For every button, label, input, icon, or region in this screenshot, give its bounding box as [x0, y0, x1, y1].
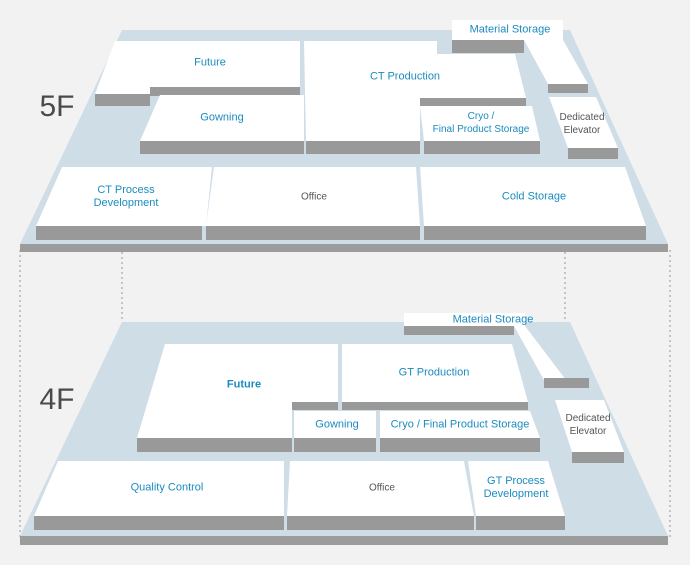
- room-label-5f-cold-storage: Cold Storage: [501, 190, 567, 203]
- room-label-5f-future: Future: [194, 56, 226, 69]
- room-4f-future-side-a: [137, 438, 292, 452]
- room-5f-elevator: [549, 97, 618, 148]
- room-4f-material-storage-side-b: [544, 378, 589, 388]
- room-4f-gt-process-dev-side: [476, 516, 565, 530]
- room-5f-gowning: [140, 95, 304, 141]
- room-5f-cryo: [420, 106, 540, 141]
- room-label-4f-quality-control: Quality Control: [130, 481, 204, 494]
- room-5f-ct-process-dev-side: [36, 226, 202, 240]
- floor-edge-4f: [20, 536, 668, 545]
- room-5f-office: [206, 167, 420, 226]
- room-5f-office-side: [206, 226, 420, 240]
- room-label-5f-office: Office: [301, 191, 327, 203]
- room-label-4f-elevator: Dedicated Elevator: [565, 413, 611, 437]
- room-4f-gt-production-side: [342, 402, 528, 410]
- room-label-5f-ct-process-dev: CT Process Development: [93, 184, 159, 209]
- room-5f-cold-storage-side: [424, 226, 646, 240]
- room-5f-material-storage: [452, 20, 588, 84]
- room-label-4f-gt-production: GT Production: [398, 366, 470, 379]
- room-label-5f-ct-production: CT Production: [369, 70, 441, 83]
- room-4f-elevator: [555, 400, 624, 452]
- room-label-5f-gowning: Gowning: [200, 111, 244, 124]
- room-5f-material-storage-side-a: [452, 40, 524, 53]
- room-5f-ct-production-side-a: [306, 141, 420, 154]
- room-5f-future-side-a: [95, 94, 150, 106]
- floor-edge-5f: [20, 244, 668, 252]
- room-4f-gt-process-dev: [468, 461, 565, 516]
- room-label-5f-cryo: Cryo / Final Product Storage: [432, 111, 530, 135]
- room-4f-future-side-b: [292, 402, 338, 410]
- room-5f-material-storage-side-b: [548, 84, 588, 93]
- room-4f-office: [287, 461, 474, 516]
- room-4f-material-storage-side-a: [404, 326, 514, 335]
- room-label-4f-material-storage: Material Storage: [452, 313, 534, 326]
- room-label-4f-office: Office: [369, 482, 395, 494]
- room-4f-material-storage: [404, 313, 566, 380]
- room-4f-cryo: [380, 411, 540, 438]
- room-4f-gowning: [294, 411, 376, 438]
- room-4f-quality-control-side: [34, 516, 284, 530]
- room-4f-future: [137, 344, 338, 438]
- room-5f-elevator-side: [568, 148, 618, 159]
- room-4f-quality-control: [34, 461, 284, 516]
- room-4f-gowning-side: [294, 438, 376, 452]
- room-4f-elevator-side: [572, 452, 624, 463]
- room-5f-future-side-b: [150, 87, 300, 96]
- room-label-5f-elevator: Dedicated Elevator: [559, 112, 605, 136]
- room-5f-ct-process-dev: [36, 167, 212, 226]
- room-label-5f-material-storage: Material Storage: [469, 23, 551, 36]
- room-label-4f-gowning: Gowning: [315, 418, 359, 431]
- room-5f-cold-storage: [420, 167, 646, 226]
- room-5f-gowning-side: [140, 141, 304, 154]
- room-4f-gt-production: [342, 344, 528, 402]
- room-5f-future: [95, 41, 300, 94]
- room-label-4f-cryo: Cryo / Final Product Storage: [390, 418, 530, 431]
- room-5f-ct-production: [304, 41, 526, 141]
- room-5f-ct-production-side-b: [420, 98, 526, 106]
- floor-label-4f: 4F: [39, 383, 75, 416]
- room-4f-office-side: [287, 516, 474, 530]
- room-label-4f-future: Future: [226, 378, 262, 391]
- room-5f-cryo-side: [424, 141, 540, 154]
- floor-label-5f: 5F: [39, 90, 75, 123]
- room-4f-cryo-side: [380, 438, 540, 452]
- room-label-4f-gt-process-dev: GT Process Development: [483, 475, 549, 500]
